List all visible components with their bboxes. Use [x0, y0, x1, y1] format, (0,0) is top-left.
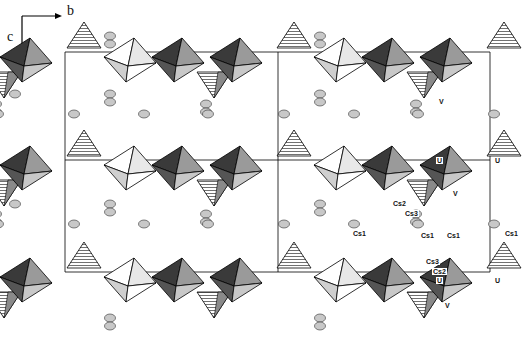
vanadium-tetrahedron [487, 242, 521, 268]
cesium-atom [279, 220, 290, 228]
uranium-octahedron [314, 258, 366, 302]
cesium-atom [201, 100, 212, 108]
cesium-atom [349, 110, 360, 118]
cesium-atom [489, 110, 500, 118]
uranium-octahedron [0, 146, 52, 190]
cesium-atom [315, 90, 326, 98]
uranium-octahedron [420, 146, 472, 190]
cesium-atom [279, 110, 290, 118]
cesium-atom [315, 98, 326, 106]
atom-label: Cs3 [425, 258, 440, 265]
cesium-atom [105, 322, 116, 330]
vanadium-tetrahedron [67, 22, 101, 48]
vanadium-tetrahedron [277, 130, 311, 156]
uranium-octahedron [210, 38, 262, 82]
vanadium-tetrahedron [197, 72, 231, 98]
cesium-atom [315, 32, 326, 40]
atom-label: U [494, 277, 501, 284]
cesium-atom [0, 220, 4, 228]
cesium-atom [349, 220, 360, 228]
atom-label: Cs1 [352, 230, 367, 237]
atom-label: U [494, 157, 501, 164]
vanadium-tetrahedron [197, 180, 231, 206]
uranium-octahedron [362, 146, 414, 190]
axis-line [22, 15, 58, 16]
cesium-atom [413, 110, 424, 118]
cesium-atom [105, 32, 116, 40]
vanadium-tetrahedron [487, 130, 521, 156]
uranium-octahedron [420, 38, 472, 82]
atom-label: Cs1 [420, 232, 435, 239]
atom-label: Cs2 [392, 200, 407, 207]
cesium-atom [10, 90, 21, 98]
cesium-atom [203, 110, 214, 118]
cesium-atom [0, 210, 2, 218]
cell-edge [490, 52, 491, 272]
atom-label: V [438, 98, 445, 105]
atom-label: Cs2 [432, 268, 447, 275]
uranium-octahedron [152, 146, 204, 190]
uranium-octahedron [152, 258, 204, 302]
uranium-octahedron [210, 146, 262, 190]
vanadium-tetrahedron [407, 72, 441, 98]
cesium-atom [139, 110, 150, 118]
cesium-atom [105, 40, 116, 48]
cesium-atom [315, 322, 326, 330]
cesium-atom [139, 220, 150, 228]
uranium-octahedron [314, 38, 366, 82]
cesium-atom [315, 40, 326, 48]
cesium-atom [10, 200, 21, 208]
cesium-atom [315, 200, 326, 208]
uranium-octahedron [104, 258, 156, 302]
atom-label: Cs1 [504, 230, 519, 237]
vanadium-tetrahedron [487, 22, 521, 48]
cell-edge [65, 52, 66, 272]
uranium-octahedron [0, 258, 52, 302]
cesium-atom [0, 100, 2, 108]
cesium-atom [0, 110, 4, 118]
cesium-atom [105, 98, 116, 106]
uranium-octahedron [152, 38, 204, 82]
cesium-atom [201, 210, 212, 218]
uranium-octahedron [314, 146, 366, 190]
atom-label: Cs3 [404, 210, 419, 217]
axis-label: b [66, 4, 75, 18]
vanadium-tetrahedron [407, 180, 441, 206]
axis-label: c [6, 30, 14, 44]
cesium-atom [69, 110, 80, 118]
atom-label: V [452, 190, 459, 197]
cesium-atom [203, 220, 214, 228]
cesium-atom [69, 220, 80, 228]
atom-label: V [444, 302, 451, 309]
cell-edge [278, 52, 279, 272]
uranium-octahedron [362, 258, 414, 302]
uranium-octahedron [210, 258, 262, 302]
vanadium-tetrahedron [277, 242, 311, 268]
cesium-atom [413, 220, 424, 228]
cesium-atom [315, 314, 326, 322]
vanadium-tetrahedron [67, 130, 101, 156]
vanadium-tetrahedron [407, 292, 441, 318]
uranium-octahedron [420, 258, 472, 302]
cesium-atom [105, 200, 116, 208]
atom-label: Cs1 [446, 232, 461, 239]
atom-label: U [436, 157, 443, 164]
uranium-octahedron [0, 38, 52, 82]
uranium-octahedron [362, 38, 414, 82]
uranium-octahedron [104, 38, 156, 82]
atom-label: U [436, 277, 443, 284]
cesium-atom [315, 208, 326, 216]
cesium-atom [489, 220, 500, 228]
cesium-atom [105, 314, 116, 322]
vanadium-tetrahedron [277, 22, 311, 48]
vanadium-tetrahedron [67, 242, 101, 268]
vanadium-tetrahedron [197, 292, 231, 318]
uranium-octahedron [104, 146, 156, 190]
cesium-atom [411, 100, 422, 108]
cesium-atom [105, 90, 116, 98]
cesium-atom [105, 208, 116, 216]
arrow-head [55, 13, 62, 19]
